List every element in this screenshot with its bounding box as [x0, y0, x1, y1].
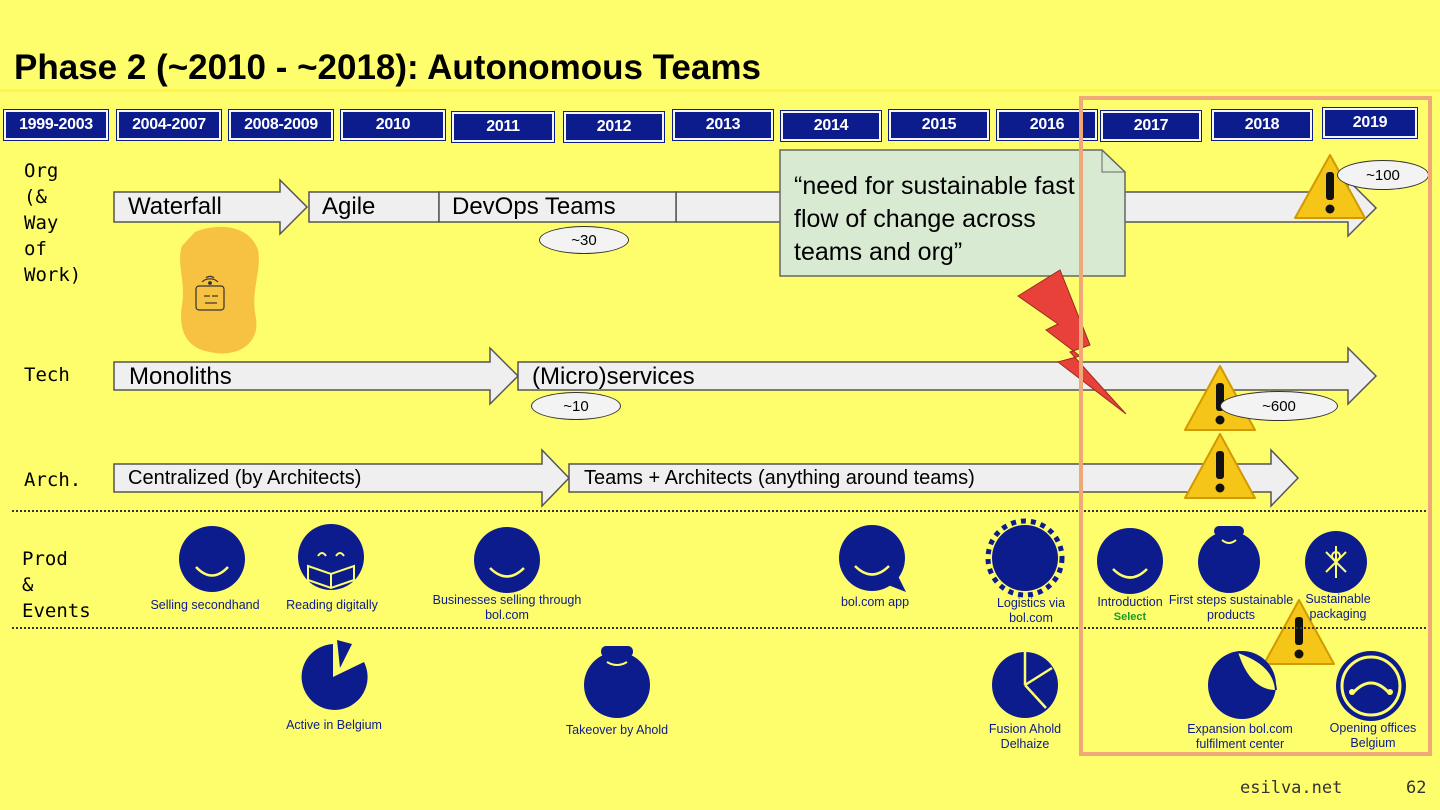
footer-site: esilva.net [1240, 778, 1343, 798]
robot-icon [195, 275, 225, 311]
waterfall-label: Waterfall [128, 193, 222, 220]
year-tab: 2011 [452, 112, 554, 142]
year-tab: 2008-2009 [229, 110, 333, 140]
devops-label: DevOps Teams [452, 193, 616, 220]
pie-icon [992, 652, 1058, 718]
row-label-tech: Tech [24, 364, 70, 386]
smile-icon [474, 527, 540, 593]
gear-icon [985, 518, 1065, 598]
event-label: First steps sustainable products [1168, 593, 1294, 622]
highlight-box-2017-2019 [1079, 96, 1432, 756]
callout-quote: “need for sustainable fast flow of chang… [794, 172, 1075, 266]
warning-icon-org [1294, 154, 1366, 219]
year-tab: 2019 [1323, 108, 1417, 138]
badge-devops-count: ~30 [539, 226, 629, 254]
bag-icon [584, 646, 650, 718]
badge-micro-count: ~10 [531, 392, 621, 420]
centralized-arrow [113, 448, 571, 508]
year-tab: 2010 [341, 110, 445, 140]
smile-icon [1097, 528, 1163, 594]
callout-box [779, 149, 1126, 277]
warning-icon-prod [1263, 599, 1335, 665]
warning-icon-arch [1184, 433, 1256, 499]
monoliths-arrow [113, 346, 520, 406]
page-number: 62 [1406, 778, 1427, 798]
row-label-prod: Prod & Events [22, 548, 91, 622]
event-label: Businesses selling through bol.com [432, 593, 582, 622]
teams-architects-label: Teams + Architects (anything around team… [584, 467, 975, 489]
agile-label: Agile [322, 193, 376, 220]
event-sublabel: Select [1113, 611, 1147, 623]
title-underline [0, 89, 1440, 92]
devops-box [438, 191, 677, 223]
event-label: Introduction Select [1084, 595, 1176, 625]
page-title: Phase 2 (~2010 - ~2018): Autonomous Team… [14, 48, 761, 87]
event-label: Selling secondhand [150, 598, 260, 612]
year-tab: 2004-2007 [117, 110, 221, 140]
microservices-label: (Micro)services [532, 363, 695, 390]
centralized-label: Centralized (by Architects) [128, 467, 362, 489]
year-tab: 1999-2003 [4, 110, 108, 140]
row-label-arch: Arch. [24, 469, 82, 491]
event-label: Opening offices Belgium [1329, 721, 1417, 750]
year-tab: 2017 [1101, 111, 1201, 141]
sticker-icon [1208, 651, 1277, 719]
teams-architects-arrow [568, 448, 1300, 508]
event-label: bol.com app [840, 595, 910, 609]
row-label-org: Org (& Way of Work) [24, 160, 82, 286]
year-tab: 2012 [564, 112, 664, 142]
separator [12, 627, 1426, 629]
event-label: Active in Belgium [286, 718, 382, 732]
event-label: Reading digitally [286, 598, 378, 612]
lightning-bolt [1017, 269, 1127, 415]
event-label: Fusion Ahold Delhaize [988, 722, 1062, 751]
event-icons-top [179, 518, 1367, 598]
year-tab: 2015 [889, 110, 989, 140]
monoliths-label: Monoliths [129, 363, 232, 390]
book-icon [298, 524, 364, 590]
event-label: Logistics via bol.com [996, 596, 1066, 625]
bag-icon [1198, 526, 1260, 593]
waterfall-arrow [113, 178, 309, 236]
event-icons-bottom [301, 640, 1406, 721]
agile-box [308, 191, 440, 223]
year-tab: 2013 [673, 110, 773, 140]
year-tab: 2018 [1212, 110, 1312, 140]
microservices-arrow [517, 346, 1378, 406]
separator [12, 510, 1426, 512]
year-tab: 2014 [781, 111, 881, 141]
badge-tech-count: ~600 [1220, 391, 1338, 421]
event-label: Expansion bol.com fulfilment center [1187, 722, 1293, 751]
event-label-main: Introduction [1097, 595, 1163, 609]
event-label: Sustainable packaging [1305, 592, 1371, 621]
gift-icon [1305, 531, 1367, 593]
smile-icon [179, 526, 245, 592]
chat-smile-icon [839, 525, 906, 592]
pie-icon [301, 640, 368, 710]
event-label: Takeover by Ahold [565, 723, 669, 737]
office-icon [1336, 651, 1406, 721]
robot-sticker [180, 226, 259, 354]
